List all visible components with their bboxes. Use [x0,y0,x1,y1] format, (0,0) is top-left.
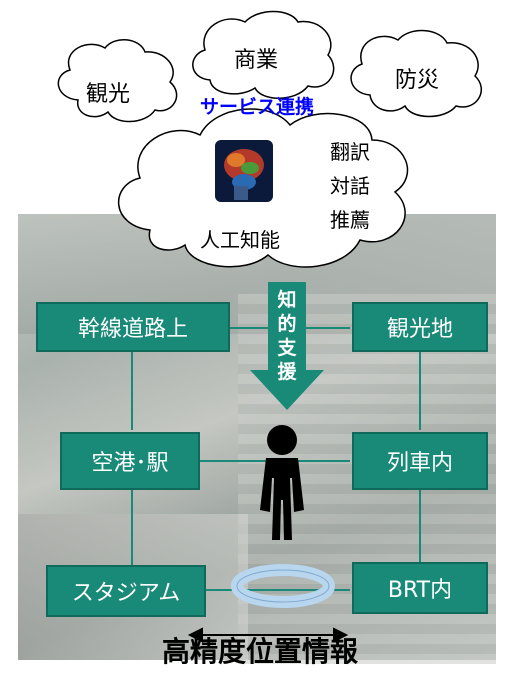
cloud-label-kanko: 観光 [86,82,131,107]
service-link-label: サービス連携 [200,96,315,118]
person-icon [260,425,304,540]
double-arrow-icon [187,627,349,643]
node-trunk-road: 幹線道路上 [36,302,230,352]
cloud-label-bosai: 防災 [395,68,440,93]
node-stadium: スタジアム [46,565,206,617]
node-tourist-spot: 観光地 [352,302,488,352]
cloud-shogyo-shape [192,10,335,99]
ai-label: 人工知能 [200,228,280,252]
node-brt: BRT内 [352,562,488,614]
cloud-kanko-shape [57,39,178,123]
cloud-bosai-shape [350,29,482,118]
ai-func-translate: 翻訳 [330,140,370,164]
node-airport-station: 空港･駅 [60,432,200,490]
brain-icon [215,140,273,202]
cloud-label-shogyo: 商業 [234,48,279,73]
node-train: 列車内 [352,432,488,490]
bottom-title: 高精度位置情報 [162,635,359,668]
ai-func-dialog: 対話 [330,174,370,198]
support-arrow [250,282,324,410]
ai-func-recommend: 推薦 [330,208,370,232]
arrow-label: 知的支援 [277,289,297,383]
